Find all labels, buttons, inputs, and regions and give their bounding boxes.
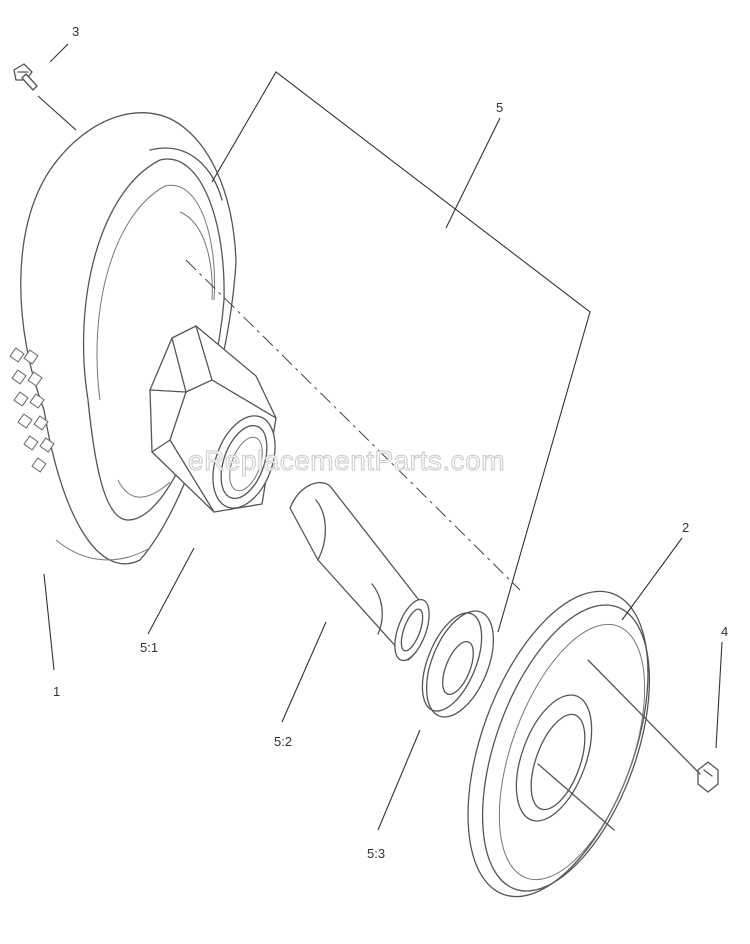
leader-part-3-tire: [37, 95, 77, 131]
callout-part-4: 4: [721, 624, 728, 639]
assembly-axis-line: [185, 259, 521, 591]
part-4-axis-line: [587, 659, 701, 775]
hub-part-5-1: [149, 325, 277, 513]
leader-part-1: [43, 573, 55, 671]
leader-part-5-2: [281, 621, 327, 723]
callout-part-3: 3: [72, 24, 79, 39]
watermark-text: eReplacementParts.com: [188, 445, 505, 476]
callout-part-5: 5: [496, 100, 503, 115]
callout-part-2: 2: [682, 520, 689, 535]
spacer-tube-part-5-2: [289, 482, 430, 662]
callout-part-5-3: 5:3: [367, 846, 385, 861]
leader-part-3: [49, 43, 69, 63]
callout-part-5-1: 5:1: [140, 640, 158, 655]
callout-part-1: 1: [53, 684, 60, 699]
bolt-part-3: [13, 63, 38, 91]
leader-part-4: [715, 641, 723, 749]
callout-part-5-2: 5:2: [274, 734, 292, 749]
assembly-bracket-part-5: [211, 71, 591, 633]
leader-part-5-3: [377, 729, 421, 831]
tire-tread-pattern: [9, 347, 55, 473]
washer-part-5-3: [421, 610, 495, 718]
hub-axis-line: [537, 763, 615, 831]
leader-part-2: [621, 537, 683, 621]
leader-part-5-1: [147, 547, 195, 635]
nut-part-4: [697, 761, 719, 793]
